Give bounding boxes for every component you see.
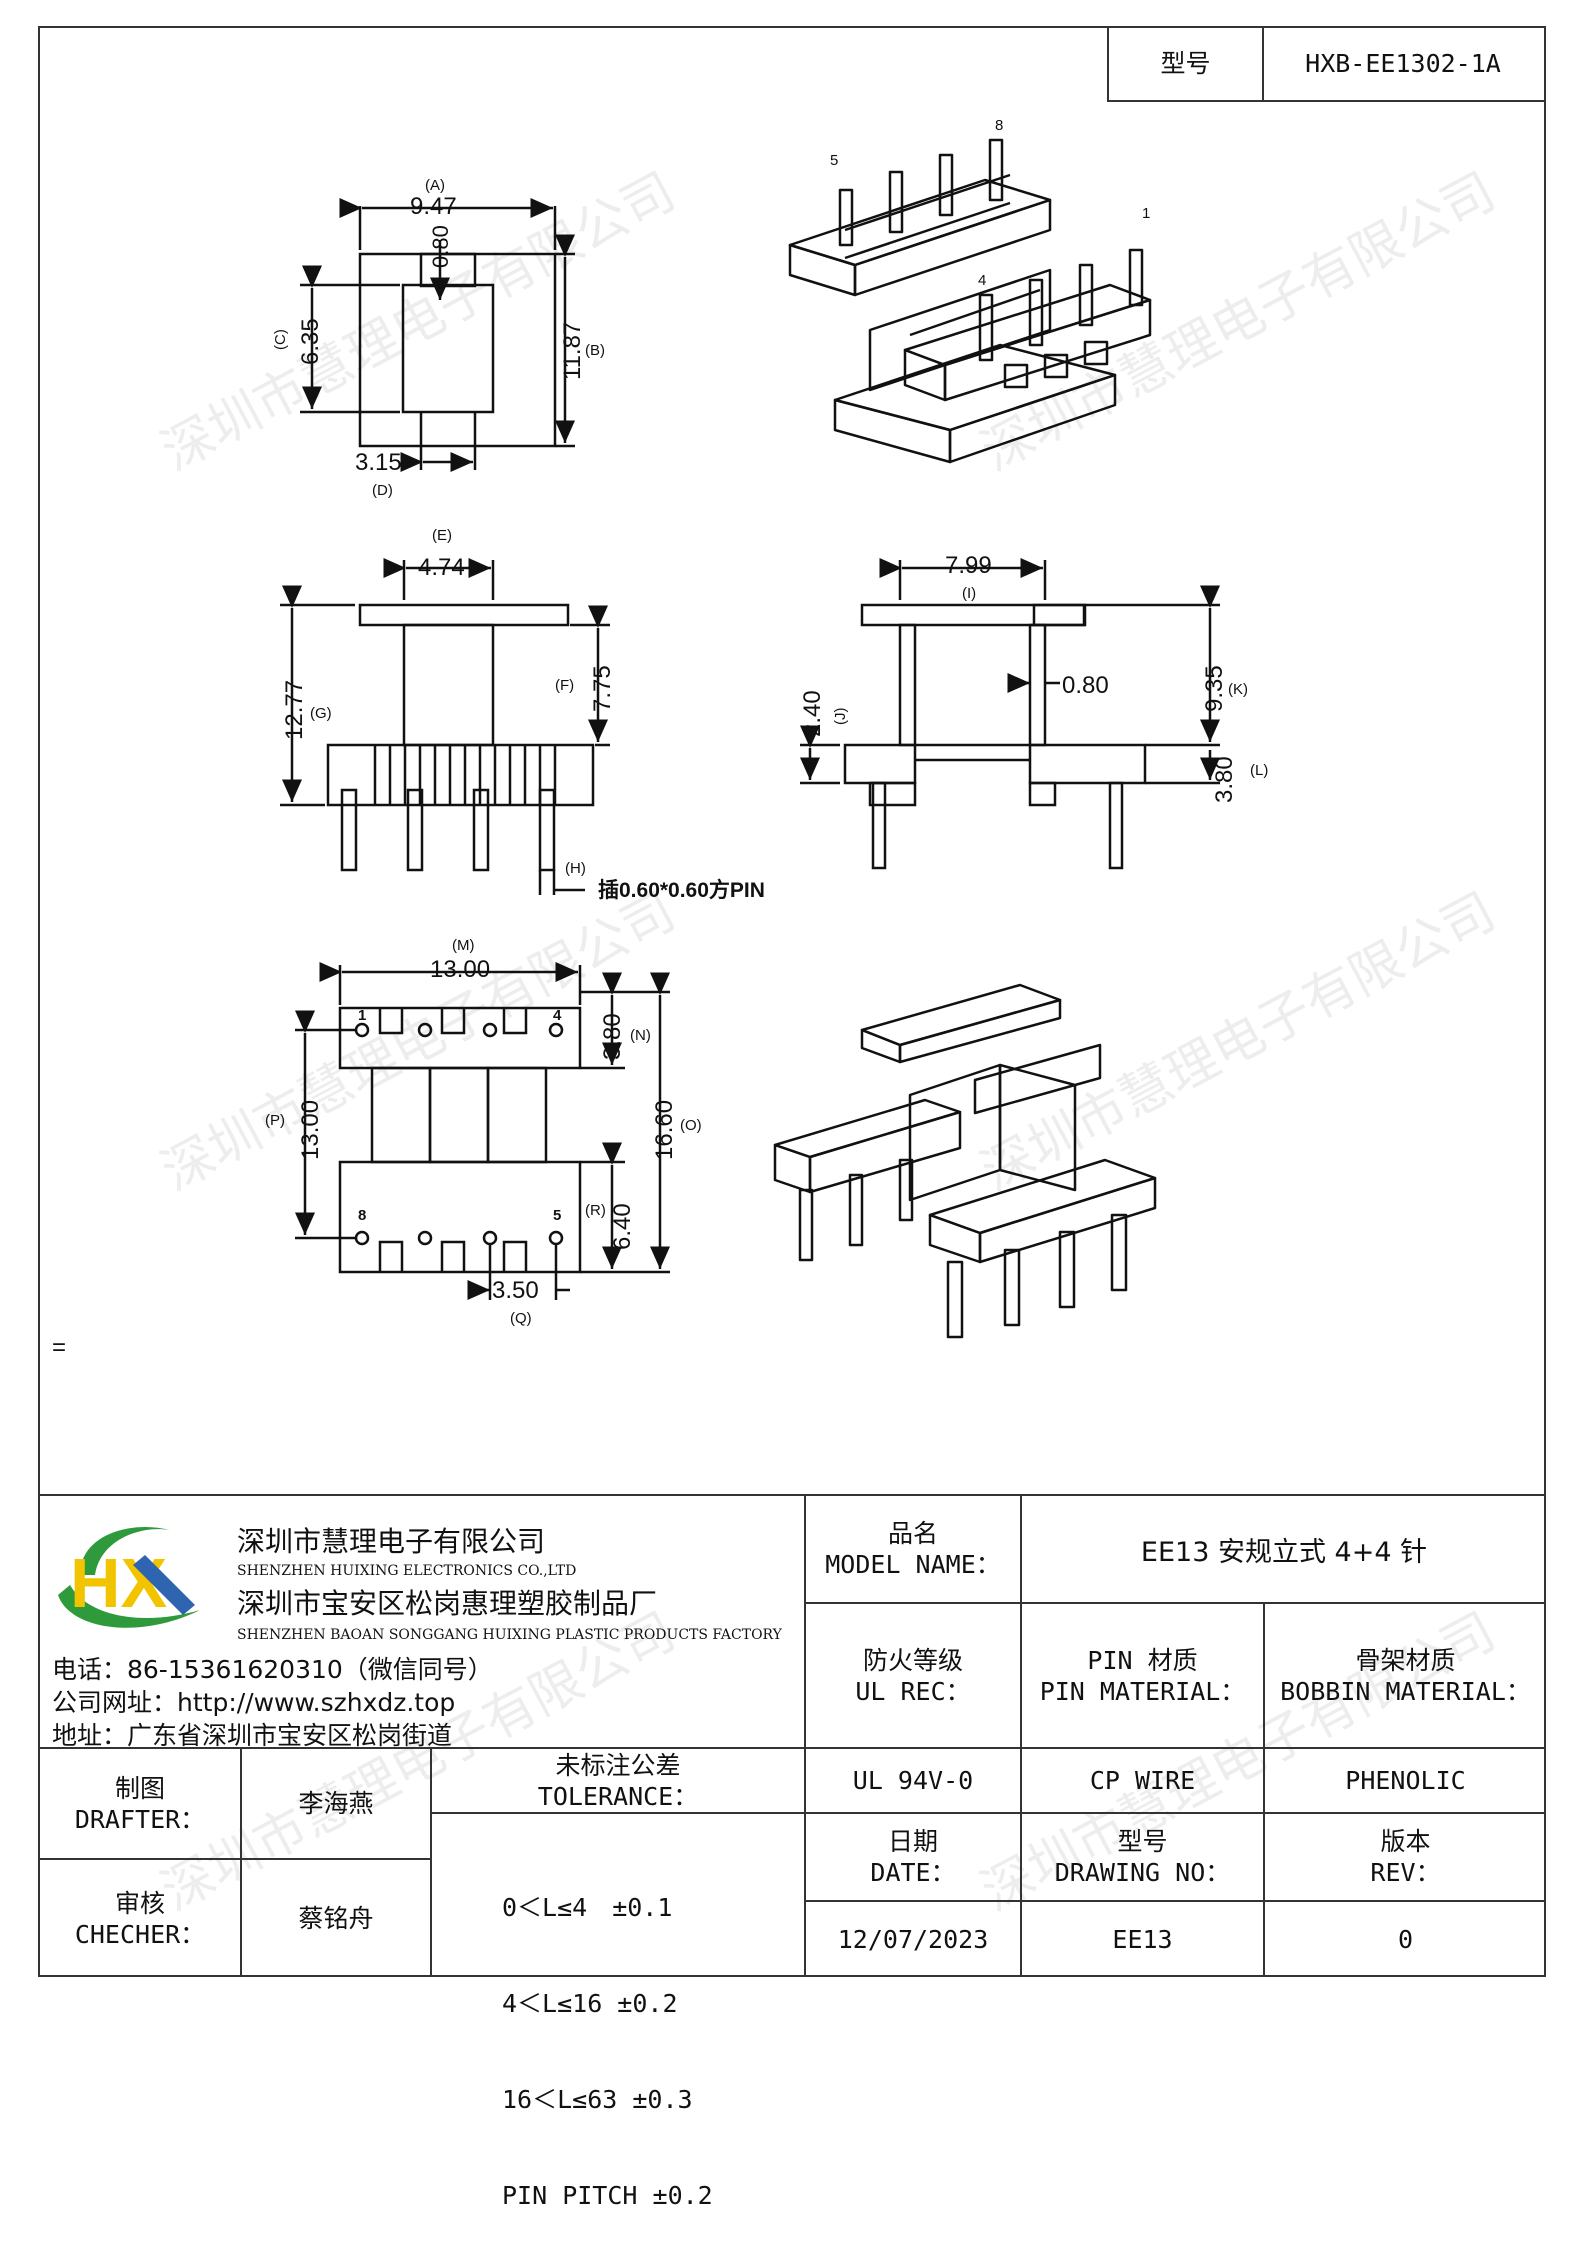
company-phone: 电话：86-15361620310（微信同号） [52, 1655, 493, 1684]
iso-view-bottom [773, 983, 1157, 1339]
pin-material-value: CP WIRE [1089, 1766, 1196, 1795]
pin-number: 4 [978, 272, 986, 289]
header-model-value: HXB-EE1302-1A [1262, 26, 1546, 102]
dim-label: (K) [1228, 681, 1248, 698]
rule [240, 1747, 242, 1977]
iso-view-top [788, 138, 1152, 464]
dim-value: 2.40 [799, 690, 826, 737]
dim-label: (N) [630, 1027, 651, 1044]
checker-name: 蔡铭舟 [298, 1904, 374, 1933]
dim-value: 6.35 [297, 318, 324, 365]
dim-label: (P) [265, 1112, 285, 1129]
dim-label: (R) [585, 1202, 606, 1219]
pin-number: 4 [553, 1007, 562, 1024]
bottom-view [295, 962, 670, 1300]
company-name-en: SHENZHEN HUIXING ELECTRONICS CO.,LTD [237, 1563, 577, 1579]
dim-label: (M) [452, 937, 475, 954]
dim-value: 11.87 [559, 322, 586, 380]
company-website: 公司网址：http://www.szhxdz.top [52, 1688, 456, 1717]
dim-label: (O) [680, 1117, 702, 1134]
date-value: 12/07/2023 [837, 1925, 989, 1954]
company-logo: HX [50, 1515, 220, 1640]
pin-number: 1 [1142, 205, 1150, 222]
pin-number: 1 [358, 1007, 366, 1024]
pin-number: 8 [995, 117, 1003, 134]
rule [1020, 1494, 1022, 1977]
tolerance-list: 0＜L≤4 ±0.1 4＜L≤16 ±0.2 16＜L≤63 ±0.3 PIN … [502, 1893, 713, 2210]
rule [38, 1494, 1546, 1496]
dim-value: 3.15 [355, 449, 402, 476]
dim-label: (D) [372, 482, 393, 499]
dim-value: 0.80 [428, 225, 453, 268]
pin-note: 插0.60*0.60方PIN [598, 878, 765, 902]
model-name-value: EE13 安规立式 4+4 针 [1140, 1536, 1428, 1568]
dim-label: (F) [555, 677, 574, 694]
rule [804, 1812, 1546, 1814]
dim-label: (B) [585, 342, 605, 359]
rev-value: 0 [1397, 1925, 1414, 1954]
dim-value: 6.40 [609, 1203, 636, 1250]
pin-number: 8 [358, 1207, 366, 1224]
drafter-name: 李海燕 [298, 1789, 374, 1818]
rule [38, 1858, 430, 1860]
stray-mark: = [52, 1334, 66, 1361]
dim-value: 3.80 [1211, 756, 1238, 803]
dim-label: (A) [425, 177, 445, 194]
dim-value: 9.35 [1201, 665, 1228, 712]
ul-value: UL 94V-0 [852, 1766, 974, 1795]
rule [1263, 1812, 1265, 1977]
dim-value: 4.74 [418, 554, 465, 581]
rule [38, 1747, 1546, 1749]
top-view [300, 198, 575, 472]
company-address: 地址：广东省深圳市宝安区松岗街道 [52, 1721, 453, 1750]
dim-label: (C) [272, 329, 289, 350]
bobbin-material-value: PHENOLIC [1345, 1766, 1466, 1795]
dim-value: 0.80 [1062, 672, 1109, 699]
dim-value: 9.47 [410, 193, 457, 220]
rule [804, 1602, 1546, 1604]
dim-label: (Q) [510, 1310, 532, 1327]
side-view [800, 558, 1220, 870]
dim-value: 13.00 [430, 956, 490, 983]
drawing-frame [38, 26, 1546, 1977]
drawing-no-value: EE13 [1112, 1925, 1173, 1954]
dim-label: (E) [432, 527, 452, 544]
header-model-label: 型号 [1107, 26, 1264, 102]
dim-value: 7.99 [945, 552, 992, 579]
front-view [280, 558, 610, 895]
pin-number: 5 [830, 152, 838, 169]
dim-label: (I) [962, 585, 976, 602]
rule [1263, 1602, 1265, 1812]
dim-label: (G) [310, 705, 332, 722]
company-name-cn: 深圳市慧理电子有限公司 [237, 1525, 546, 1558]
rule [430, 1747, 432, 1977]
dim-label: (H) [565, 860, 586, 877]
dim-value: 3.50 [492, 1277, 539, 1304]
dim-value: 7.75 [589, 665, 616, 712]
pin-number: 5 [553, 1207, 561, 1224]
rule [430, 1812, 804, 1814]
rule [804, 1494, 806, 1977]
factory-name-en: SHENZHEN BAOAN SONGGANG HUIXING PLASTIC … [237, 1627, 782, 1643]
dim-value: 13.00 [297, 1100, 324, 1160]
technical-drawing: (A) 9.47 0.80 (C) 6.35 11.87 (B) 3.15 (D… [52, 117, 1268, 1361]
dim-label: (L) [1250, 762, 1268, 779]
dim-value: 16.60 [651, 1100, 678, 1160]
dim-value: 12.77 [281, 680, 308, 740]
rule [804, 1900, 1546, 1902]
dim-value: 3.80 [599, 1013, 626, 1060]
dim-label: (J) [832, 708, 849, 726]
factory-name-cn: 深圳市宝安区松岗惠理塑胶制品厂 [237, 1587, 658, 1620]
